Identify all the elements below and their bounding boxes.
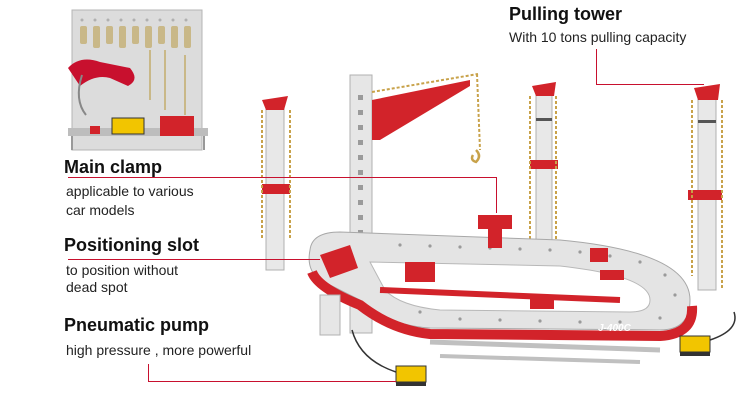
pneumatic-pump-title: Pneumatic pump <box>64 315 210 335</box>
main-clamp-desc-line2: car models <box>66 202 135 218</box>
main-clamp-desc-line1: applicable to various <box>66 183 194 199</box>
right-pulling-tower <box>688 84 723 291</box>
tool-board <box>68 9 208 151</box>
main-clamp-leader <box>68 177 497 178</box>
left-pulling-tower <box>261 96 291 271</box>
pulling-tower-title: Pulling tower <box>509 4 623 24</box>
pneumatic-pump-right <box>679 311 736 356</box>
bench-model-label: J-400C <box>598 323 632 334</box>
positioning-slot-desc-line1: to position without <box>66 262 179 278</box>
pneumatic-pump-leader-h <box>148 381 396 382</box>
pulling-tower-leader <box>596 49 597 85</box>
pulling-tower-leader-h <box>596 84 704 85</box>
pneumatic-pump <box>351 329 427 386</box>
bench-frame <box>307 215 698 364</box>
pneumatic-pump-leader <box>148 364 149 382</box>
positioning-slot-desc-line2: dead spot <box>66 279 128 295</box>
middle-pulling-tower <box>529 82 558 264</box>
positioning-slot-title: Positioning slot <box>64 235 199 255</box>
pneumatic-pump-desc: high pressure , more powerful <box>66 342 252 358</box>
main-clamp-title: Main clamp <box>64 157 163 177</box>
positioning-slot-leader <box>68 259 320 260</box>
pulling-tower-desc: With 10 tons pulling capacity <box>509 29 687 45</box>
main-clamp-leader-v <box>496 177 497 213</box>
